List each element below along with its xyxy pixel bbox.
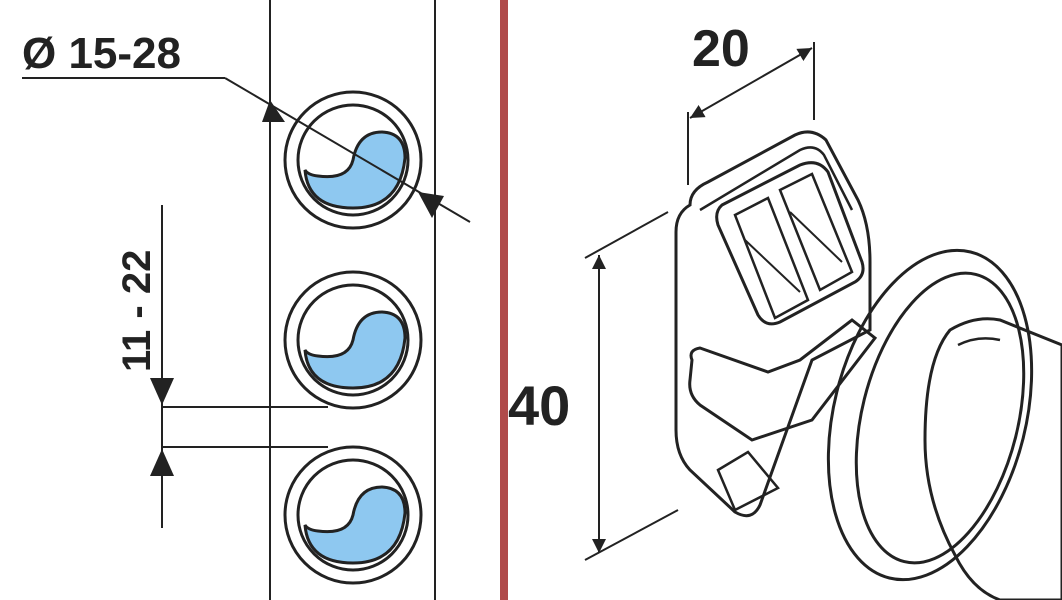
spacing-label: 11 - 22: [115, 250, 159, 372]
panel-divider: [500, 0, 508, 600]
slot-frame: [715, 161, 865, 326]
mounting-plate: [674, 130, 872, 518]
tube-ring: [826, 248, 1034, 582]
spacing-dimension: 11 - 22: [115, 205, 328, 528]
clip-arm: [688, 318, 878, 512]
diameter-arrow-top: [262, 100, 285, 122]
spacing-arrow-top: [150, 378, 174, 405]
right-panel: 20 40: [508, 20, 1062, 600]
width-dimension: 20: [687, 20, 815, 185]
water-fill: [303, 310, 407, 390]
tube-clip-2: [283, 270, 423, 410]
spacing-arrow-bottom: [150, 449, 174, 476]
water-fill: [303, 130, 407, 210]
diameter-dimension: Ø 15-28: [22, 29, 471, 223]
width-label: 20: [692, 20, 750, 78]
tube: [923, 317, 1062, 600]
diameter-arrow-bottom: [418, 192, 444, 218]
tube-clip-1: [283, 90, 423, 230]
diameter-label: Ø 15-28: [22, 29, 181, 78]
height-label: 40: [508, 374, 570, 437]
tube-clip-3: [283, 445, 423, 585]
left-panel: Ø 15-28 11 - 22: [22, 0, 471, 600]
height-dimension: 40: [508, 211, 679, 561]
water-fill: [303, 485, 407, 565]
